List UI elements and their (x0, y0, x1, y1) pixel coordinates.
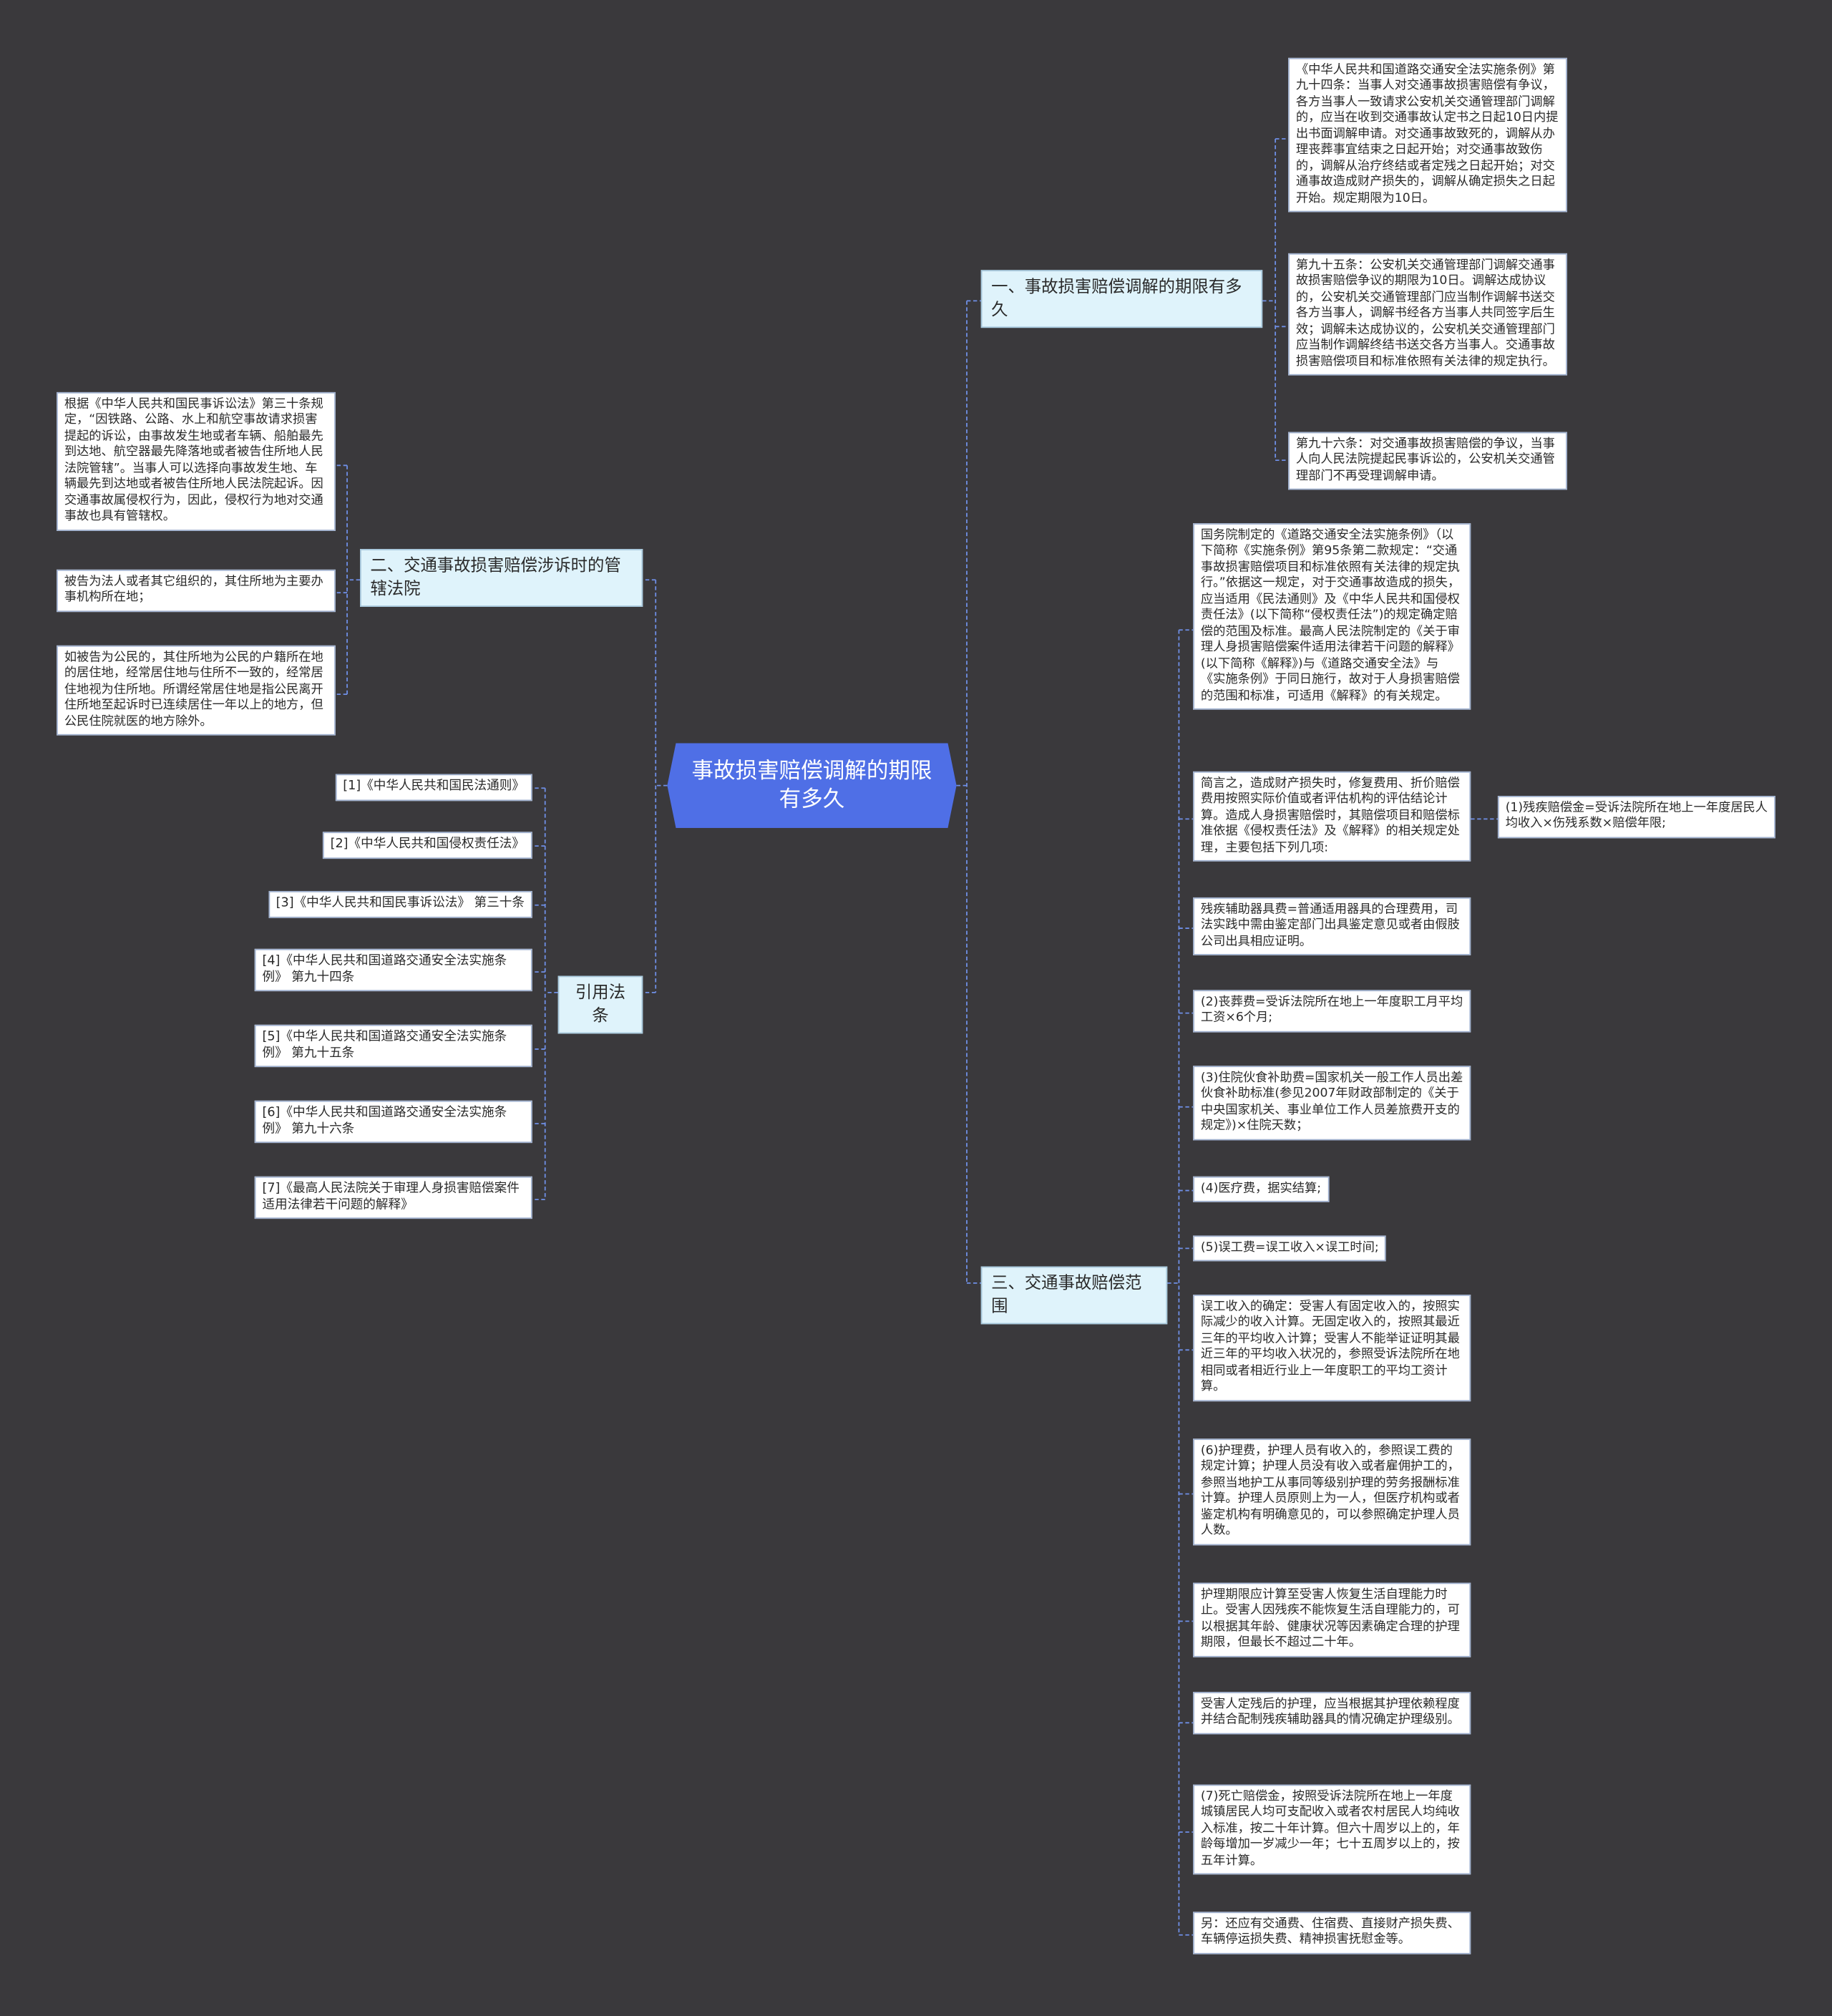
branch-refs-label: 引用法条 (575, 983, 625, 1026)
branch-period-label: 一、事故损害赔偿调解的期限有多久 (991, 278, 1242, 320)
period-leaf-1[interactable]: 《中华人民共和国道路交通安全法实施条例》第九十四条：当事人对交通事故损害赔偿有争… (1288, 57, 1567, 213)
connector-court-leaves (335, 464, 348, 696)
period-leaf-2-text: 第九十五条：公安机关交通管理部门调解交通事故损害赔偿争议的期限为10日。调解达成… (1295, 258, 1555, 369)
scope-leaf-4-text: (2)丧葬费=受诉法院所在地上一年度职工月平均工资×6个月; (1200, 995, 1463, 1026)
connector-refs-leaves (532, 787, 545, 1201)
connector-scope-trunk (1167, 630, 1180, 1935)
scope-leaf-9[interactable]: (6)护理费，护理人员有收入的，参照误工费的规定计算；护理人员没有收入或者雇佣护… (1193, 1438, 1471, 1546)
scope-leaf-2-text: 简言之，造成财产损失时，修复费用、折价赔偿费用按照实际价值或者评估机构的评估结论… (1200, 776, 1460, 855)
branch-scope-label: 三、交通事故赔偿范围 (991, 1274, 1142, 1316)
connector-court-trunk (346, 465, 361, 695)
scope-leaf-1-text: 国务院制定的《道路交通安全法实施条例》（以下简称《实施条例》第95条第二款规定：… (1200, 528, 1461, 703)
scope-leaf-3[interactable]: 残疾辅助器具费=普通适用器具的合理费用，司法实践中需由鉴定部门出具鉴定意见或者由… (1193, 897, 1471, 956)
scope-leaf-12-text: (7)死亡赔偿金，按照受诉法院所在地上一年度城镇居民人均可支配收入或者农村居民人… (1200, 1789, 1460, 1869)
ref-item-7-text: [7]《最高人民法院关于审理人身损害赔偿案件适用法律若干问题的解释》 (262, 1181, 520, 1212)
scope-leaf-3-text: 残疾辅助器具费=普通适用器具的合理费用，司法实践中需由鉴定部门出具鉴定意见或者由… (1200, 902, 1460, 949)
ref-item-6-text: [6]《中华人民共和国道路交通安全法实施条例》 第九十六条 (262, 1105, 507, 1136)
scope-leaf-5[interactable]: (3)住院伙食补助费=国家机关一般工作人员出差伙食补助标准(参见2007年财政部… (1193, 1066, 1471, 1141)
scope-leaf-10-text: 护理期限应计算至受害人恢复生活自理能力时止。受害人因残疾不能恢复生活自理能力的，… (1200, 1587, 1460, 1650)
scope-leaf-7[interactable]: (5)误工费=误工收入×误工时间; (1193, 1235, 1387, 1262)
branch-court-label: 二、交通事故损害赔偿涉诉时的管辖法院 (370, 556, 621, 599)
scope-leaf-1[interactable]: 国务院制定的《道路交通安全法实施条例》（以下简称《实施条例》第95条第二款规定：… (1193, 523, 1471, 710)
ref-item-2[interactable]: [2]《中华人民共和国侵权责任法》 (322, 832, 532, 859)
scope-leaf-8-text: 误工收入的确定：受害人有固定收入的，按照实际减少的收入计算。无固定收入的，按照其… (1200, 1300, 1460, 1395)
ref-item-3[interactable]: [3]《中华人民共和国民事诉讼法》 第三十条 (268, 890, 532, 918)
scope-subitem-1-text: (1)残疾赔偿金=受诉法院所在地上一年度居民人均收入×伤残系数×赔偿年限; (1505, 801, 1768, 832)
scope-leaf-11-text: 受害人定残后的护理，应当根据其护理依赖程度并结合配制残疾辅助器具的情况确定护理级… (1200, 1697, 1460, 1728)
connector-period-leaves (1275, 138, 1289, 462)
root-topic[interactable]: 事故损害赔偿调解的期限有多久 (667, 743, 957, 828)
period-leaf-3-text: 第九十六条：对交通事故损害赔偿的争议，当事人向人民法院提起民事诉讼的，公安机关交… (1295, 437, 1555, 484)
scope-leaf-6-text: (4)医疗费，据实结算; (1200, 1181, 1322, 1196)
scope-leaf-11[interactable]: 受害人定残后的护理，应当根据其护理依赖程度并结合配制残疾辅助器具的情况确定护理级… (1193, 1692, 1471, 1735)
scope-leaf-7-text: (5)误工费=误工收入×误工时间; (1200, 1240, 1379, 1255)
ref-item-4-text: [4]《中华人民共和国道路交通安全法实施条例》 第九十四条 (262, 954, 507, 985)
court-leaf-1-text: 根据《中华人民共和国民事诉讼法》第三十条规定，“因铁路、公路、水上和航空事故请求… (64, 397, 323, 524)
ref-item-2-text: [2]《中华人民共和国侵权责任法》 (330, 837, 525, 852)
ref-item-1-text: [1]《中华人民共和国民法通则》 (343, 779, 525, 794)
court-leaf-1[interactable]: 根据《中华人民共和国民事诉讼法》第三十条规定，“因铁路、公路、水上和航空事故请求… (57, 391, 336, 531)
scope-leaf-9-text: (6)护理费，护理人员有收入的，参照误工费的规定计算；护理人员没有收入或者雇佣护… (1200, 1443, 1460, 1539)
ref-item-5[interactable]: [5]《中华人民共和国道路交通安全法实施条例》 第九十五条 (254, 1024, 532, 1068)
ref-item-5-text: [5]《中华人民共和国道路交通安全法实施条例》 第九十五条 (262, 1029, 507, 1061)
ref-item-6[interactable]: [6]《中华人民共和国道路交通安全法实施条例》 第九十六条 (254, 1100, 532, 1144)
scope-leaf-2[interactable]: 简言之，造成财产损失时，修复费用、折价赔偿费用按照实际价值或者评估机构的评估结论… (1193, 771, 1471, 862)
ref-item-1[interactable]: [1]《中华人民共和国民法通则》 (335, 774, 532, 801)
scope-leaf-10[interactable]: 护理期限应计算至受害人恢复生活自理能力时止。受害人因残疾不能恢复生活自理能力的，… (1193, 1582, 1471, 1657)
scope-leaf-5-text: (3)住院伙食补助费=国家机关一般工作人员出差伙食补助标准(参见2007年财政部… (1200, 1071, 1463, 1134)
court-leaf-3-text: 如被告为公民的，其住所地为公民的户籍所在地的居住地，经常居住地与住所不一致的，经… (64, 651, 323, 729)
branch-court[interactable]: 二、交通事故损害赔偿涉诉时的管辖法院 (360, 549, 643, 608)
scope-leaf-8[interactable]: 误工收入的确定：受害人有固定收入的，按照实际减少的收入计算。无固定收入的，按照其… (1193, 1295, 1471, 1401)
connector-refs-trunk (544, 788, 558, 1200)
scope-leaf-13-text: 另：还应有交通费、住宿费、直接财产损失费、车辆停运损失费、精神损害抚慰金等。 (1200, 1917, 1460, 1947)
connector-scope-leaves (1179, 629, 1194, 1936)
connector-period-trunk (1262, 139, 1277, 461)
scope-leaf-4[interactable]: (2)丧葬费=受诉法院所在地上一年度职工月平均工资×6个月; (1193, 990, 1471, 1033)
branch-scope[interactable]: 三、交通事故赔偿范围 (980, 1266, 1168, 1325)
scope-leaf-12[interactable]: (7)死亡赔偿金，按照受诉法院所在地上一年度城镇居民人均可支配收入或者农村居民人… (1193, 1784, 1471, 1875)
period-leaf-2[interactable]: 第九十五条：公安机关交通管理部门调解交通事故损害赔偿争议的期限为10日。调解达成… (1288, 253, 1567, 376)
branch-refs[interactable]: 引用法条 (557, 975, 643, 1034)
period-leaf-1-text: 《中华人民共和国道路交通安全法实施条例》第九十四条：当事人对交通事故损害赔偿有争… (1295, 63, 1559, 205)
court-leaf-2[interactable]: 被告为法人或者其它组织的，其住所地为主要办事机构所在地； (57, 569, 336, 613)
scope-leaf-6[interactable]: (4)医疗费，据实结算; (1193, 1176, 1329, 1203)
root-title: 事故损害赔偿调解的期限有多久 (691, 758, 932, 813)
scope-subitem-1[interactable]: (1)残疾赔偿金=受诉法院所在地上一年度居民人均收入×伤残系数×赔偿年限; (1497, 796, 1775, 839)
court-leaf-2-text: 被告为法人或者其它组织的，其住所地为主要办事机构所在地； (64, 575, 323, 605)
branch-period[interactable]: 一、事故损害赔偿调解的期限有多久 (980, 270, 1263, 328)
ref-item-7[interactable]: [7]《最高人民法院关于审理人身损害赔偿案件适用法律若干问题的解释》 (254, 1176, 532, 1219)
ref-item-4[interactable]: [4]《中华人民共和国道路交通安全法实施条例》 第九十四条 (254, 948, 532, 992)
court-leaf-3[interactable]: 如被告为公民的，其住所地为公民的户籍所在地的居住地，经常居住地与住所不一致的，经… (57, 645, 336, 736)
period-leaf-3[interactable]: 第九十六条：对交通事故损害赔偿的争议，当事人向人民法院提起民事诉讼的，公安机关交… (1288, 432, 1567, 491)
scope-leaf-13[interactable]: 另：还应有交通费、住宿费、直接财产损失费、车辆停运损失费、精神损害抚慰金等。 (1193, 1912, 1471, 1954)
ref-item-3-text: [3]《中华人民共和国民事诉讼法》 第三十条 (276, 896, 525, 910)
